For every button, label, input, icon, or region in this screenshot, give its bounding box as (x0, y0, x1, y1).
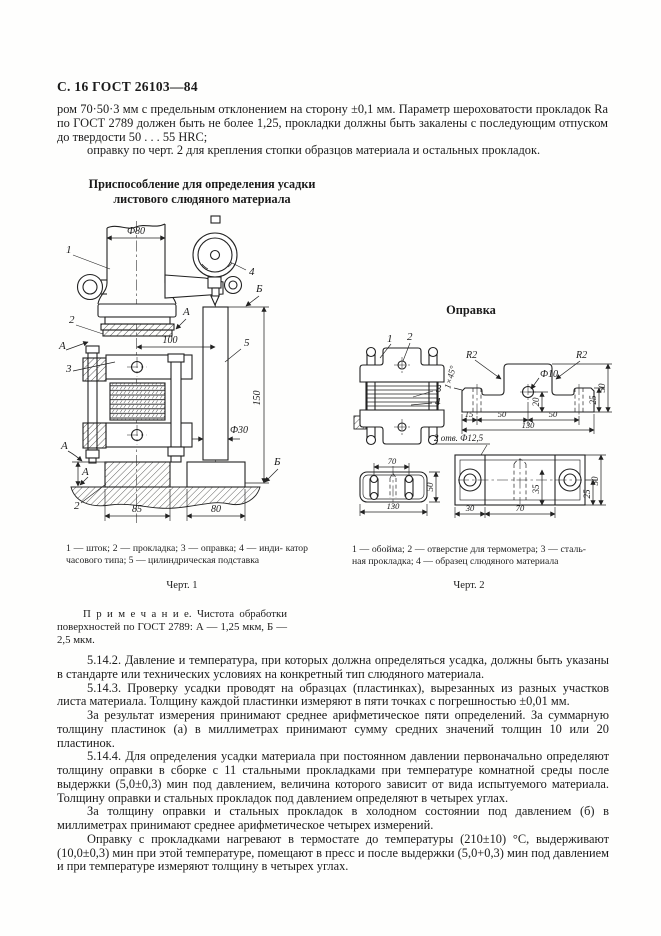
intro-paragraph-1: ром 70·50·3 мм с предельным отклонением … (57, 102, 608, 144)
fig2-dim-70: 70 (388, 456, 397, 466)
fig2-callout-4: 4 (435, 396, 441, 408)
fig1-dim-100: 100 (163, 335, 178, 346)
fig2-dim-130b: 130 (387, 501, 401, 511)
fig1-dial-indicator (164, 215, 243, 307)
paragraph-5-14-4-cont2: Оправку с прокладками нагревают в термос… (57, 831, 609, 874)
fig2-dim-r2-left: R2 (465, 350, 477, 361)
note-paragraph: П р и м е ч а н и е. Чистота обработки п… (57, 608, 287, 647)
fig2-dim-50v: 50 (597, 383, 607, 393)
paragraph-5-14-4: 5.14.4. Для определения усадки материала… (57, 749, 609, 805)
figure2-title: Оправка (446, 303, 496, 317)
fig2-dim-50a: 50 (498, 409, 507, 419)
fig1-label-a-left: А (58, 340, 66, 352)
fig1-label-a-bottom2: А (81, 466, 89, 478)
fig1-callout-3: 3 (65, 363, 72, 375)
fig1-dim-85: 85 (132, 504, 142, 515)
fig1-dim-d30: Ф30 (230, 425, 248, 436)
figure1-label: Черт. 1 (166, 580, 198, 591)
fig1-callout-2: 2 (69, 314, 75, 326)
fig2-dim-70b: 70 (516, 503, 525, 513)
fig1-label-b-top: Б (255, 283, 263, 295)
figure1-title: Приспособление для определения усадки ли… (57, 177, 347, 206)
fig1-shaft (76, 223, 177, 337)
paragraph-5-14-3: 5.14.3. Проверку усадки проводят на обра… (57, 680, 609, 709)
paragraph-5-14-3-cont: За результат измерения принимают среднее… (57, 708, 609, 750)
fig1-dim-d80: Ф80 (127, 226, 145, 237)
fig1-leaders (65, 254, 279, 504)
figure1-caption: 1 — шток; 2 — прокладка; 3 — оправка; 4 … (66, 543, 308, 566)
fig1-callout-2b: 2 (74, 500, 80, 512)
fig1-callout-4: 4 (249, 266, 255, 278)
paragraph-5-14-2: 5.14.2. Давление и температура, при кото… (57, 653, 609, 681)
fig1-stand (191, 306, 269, 484)
fig2-dim-20: 20 (531, 397, 541, 407)
fig2-dim-130: 130 (522, 420, 536, 430)
paragraph-5-14-4-cont: За толщину оправки и стальных прокладок … (57, 804, 609, 832)
figure1-title-line1: Приспособление для определения усадки (88, 177, 316, 191)
fig2-dim-r2-right: R2 (575, 350, 587, 361)
fig2-callout-3: 3 (435, 383, 442, 395)
figure2-caption: 1 — обойма; 2 — отверстие для термометра… (352, 544, 586, 567)
fig2-assembly-view (353, 342, 445, 446)
fig1-mandrel (82, 344, 216, 464)
fig2-dim-25: 25 (588, 395, 598, 405)
figure1-title-line2: листового слюдяного материала (113, 191, 291, 206)
figure1-drawing: 1 Ф80 4 Б 2 А А 100 3 5 150 Ф30 А А Б 2 … (58, 215, 281, 523)
fig2-plan-view (454, 454, 606, 518)
fig1-callout-1: 1 (66, 244, 72, 256)
fig2-side-view (359, 463, 440, 516)
fig1-dim-80: 80 (211, 504, 221, 515)
fig2-dim-50d: 50 (425, 482, 435, 492)
fig1-callout-5: 5 (244, 337, 250, 349)
fig2-holes-note: 2 отв. Ф12,5 (434, 433, 484, 443)
fig1-dim-top (106, 227, 166, 241)
fig2-dim-15: 15 (465, 409, 474, 419)
fig2-profile-view (453, 359, 612, 434)
fig2-dim-35: 35 (531, 484, 541, 495)
figure2-label: Черт. 2 (453, 580, 485, 591)
fig2-callout-2: 2 (407, 331, 413, 343)
fig2-dim-30: 30 (465, 503, 475, 513)
fig1-base (70, 461, 261, 521)
fig2-callout-1: 1 (387, 333, 393, 345)
fig2-dim-25b: 25 (582, 489, 592, 499)
intro-text: ром 70·50·3 мм с предельным отклонением … (57, 102, 608, 158)
fig2-dim-50c: 50 (590, 476, 600, 486)
fig1-label-b-bottom: Б (273, 456, 281, 468)
page-header: С. 16 ГОСТ 26103—84 (57, 79, 198, 94)
fig1-label-a-section: А (182, 306, 190, 318)
body-text: 5.14.2. Давление и температура, при кото… (57, 653, 609, 874)
fig1-dim-150: 150 (252, 391, 263, 406)
intro-paragraph-2: оправку по черт. 2 для крепления стопки … (87, 143, 541, 158)
fig2-dim-d10: Ф10 (540, 369, 558, 380)
figure2-drawing: 1 2 3 4 Ф10 R2 R2 (353, 331, 612, 518)
fig1-label-a-bottom: А (60, 440, 68, 452)
fig2-dim-50b: 50 (549, 409, 558, 419)
fig2-dim-chamfer: 1×45° (442, 364, 458, 389)
